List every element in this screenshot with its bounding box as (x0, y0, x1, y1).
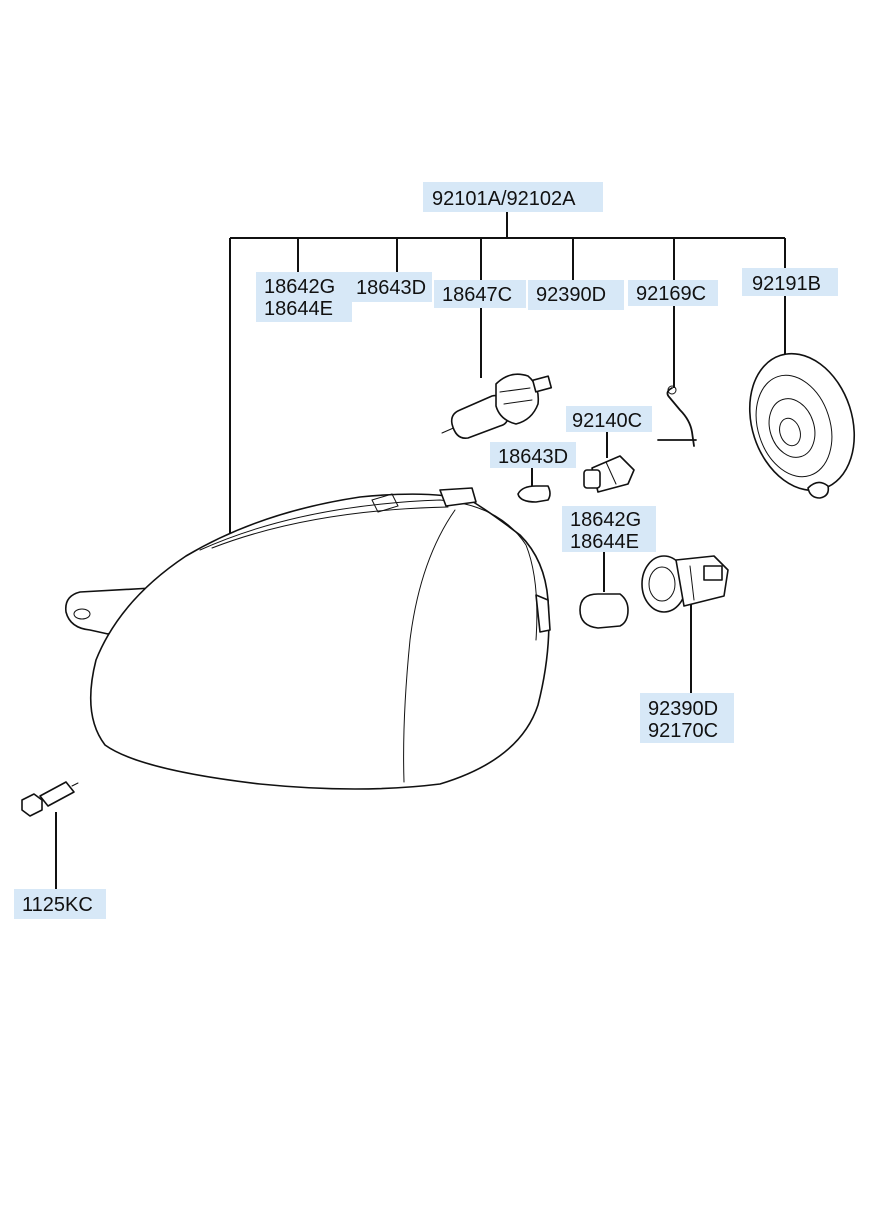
svg-text:18644E: 18644E (570, 531, 639, 553)
screw (21, 781, 79, 817)
label-92390d-92170c-bottom: 92390D 92170C (640, 693, 734, 743)
svg-text:92390D: 92390D (648, 698, 718, 720)
dust-cap (748, 352, 856, 499)
label-18643d-top: 18643D (352, 272, 432, 302)
headlamp-housing (64, 487, 551, 790)
svg-text:92101A/92102A: 92101A/92102A (432, 188, 576, 210)
label-1125kc: 1125KC (14, 889, 106, 919)
small-socket (583, 455, 635, 493)
wire-spring (657, 385, 697, 447)
label-assembly: 92101A/92102A (423, 182, 603, 212)
svg-text:18642G: 18642G (264, 276, 335, 298)
svg-text:18647C: 18647C (442, 284, 512, 306)
signal-bulb (579, 593, 629, 629)
label-18642g-18644e-mid: 18642G 18644E (562, 506, 656, 553)
label-18642g-18644e-top: 18642G 18644E (256, 272, 352, 322)
top-adjuster (439, 487, 477, 507)
halogen-bulb (441, 373, 553, 440)
svg-text:92169C: 92169C (636, 283, 706, 305)
leader-lines (55, 212, 786, 889)
svg-text:18642G: 18642G (570, 509, 641, 531)
svg-text:92170C: 92170C (648, 720, 718, 742)
headlamp-lens (89, 493, 550, 790)
label-18647c: 18647C (434, 280, 526, 308)
svg-text:1125KC: 1125KC (22, 894, 93, 916)
svg-text:92390D: 92390D (536, 284, 606, 306)
svg-text:18643D: 18643D (356, 277, 426, 299)
label-92390d-top: 92390D (528, 280, 624, 310)
svg-text:18644E: 18644E (264, 298, 333, 320)
svg-text:18643D: 18643D (498, 446, 568, 468)
signal-socket (641, 555, 729, 613)
wedge-bulb (517, 485, 551, 503)
label-92140c: 92140C (566, 406, 652, 432)
svg-text:92140C: 92140C (572, 410, 642, 432)
label-92169c: 92169C (628, 280, 718, 306)
label-18643d-mid: 18643D (490, 442, 576, 468)
label-92191b: 92191B (742, 268, 838, 296)
lens-divider (403, 509, 456, 783)
svg-text:92191B: 92191B (752, 273, 821, 295)
